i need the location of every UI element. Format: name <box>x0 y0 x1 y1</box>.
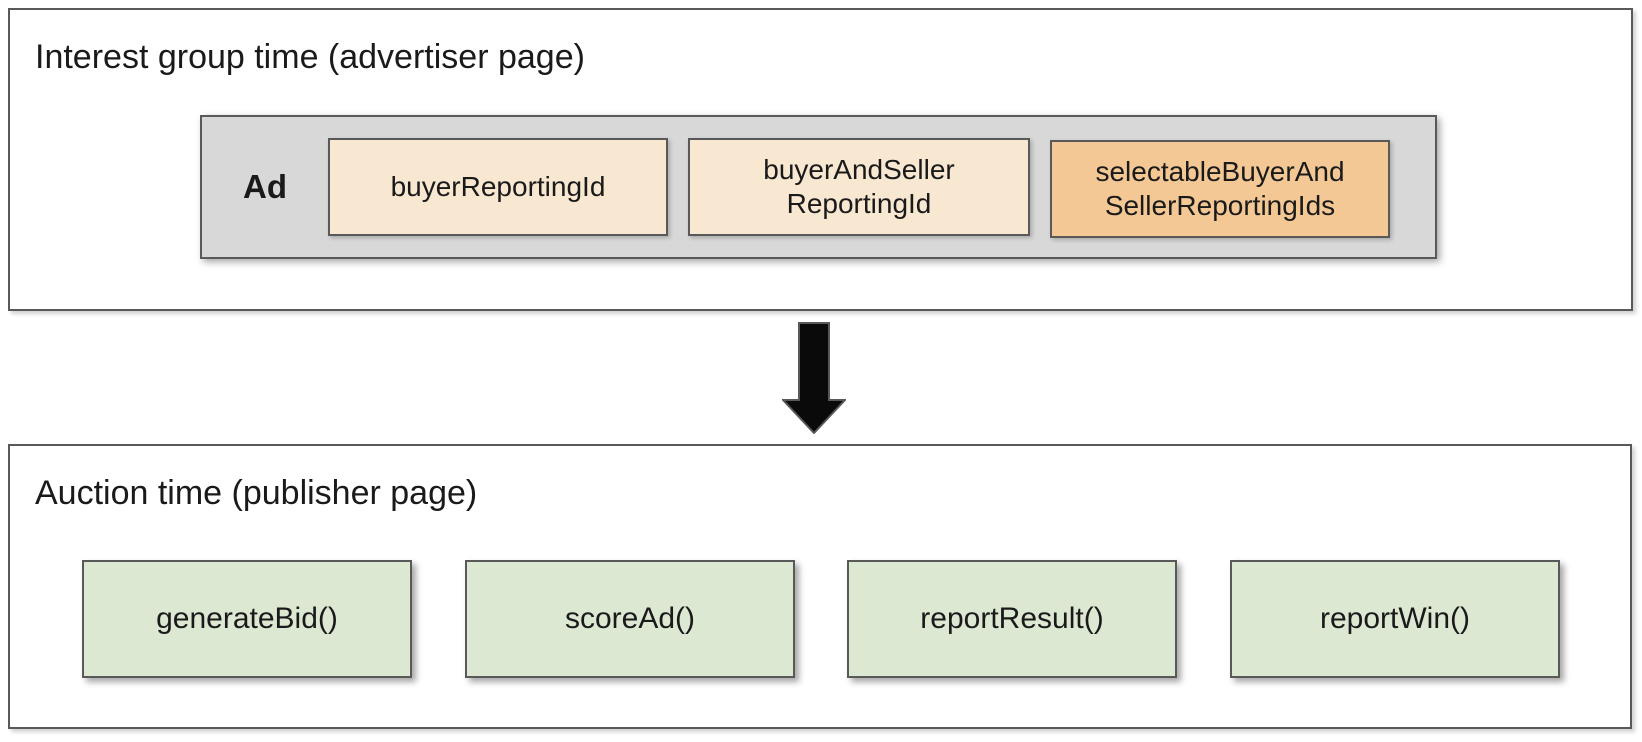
auction-section-title: Auction time (publisher page) <box>35 474 478 512</box>
buyer-reporting-id-box: buyerReportingId <box>328 138 668 236</box>
buyer-reporting-id-label: buyerReportingId <box>390 171 606 203</box>
down-arrow-icon <box>782 322 846 434</box>
buyer-and-seller-reporting-id-label: buyerAndSeller ReportingId <box>763 154 955 219</box>
auction-section: Auction time (publisher page) generateBi… <box>8 444 1632 729</box>
interest-group-section-title: Interest group time (advertiser page) <box>35 38 585 76</box>
interest-group-section: Interest group time (advertiser page) Ad… <box>8 8 1633 311</box>
report-result-box: reportResult() <box>847 560 1177 678</box>
score-ad-label: scoreAd() <box>564 602 696 635</box>
report-win-box: reportWin() <box>1230 560 1560 678</box>
selectable-buyer-and-seller-reporting-ids-label: selectableBuyerAnd SellerReportingIds <box>1095 156 1345 221</box>
generate-bid-box: generateBid() <box>82 560 412 678</box>
selectable-buyer-and-seller-reporting-ids-box: selectableBuyerAnd SellerReportingIds <box>1050 140 1390 238</box>
ad-label: Ad <box>243 168 287 205</box>
report-result-label: reportResult() <box>920 602 1104 635</box>
generate-bid-label: generateBid() <box>156 602 338 635</box>
score-ad-box: scoreAd() <box>465 560 795 678</box>
ad-container: Ad buyerReportingId buyerAndSeller Repor… <box>200 115 1437 259</box>
report-win-label: reportWin() <box>1319 602 1470 635</box>
buyer-and-seller-reporting-id-box: buyerAndSeller ReportingId <box>688 138 1030 236</box>
